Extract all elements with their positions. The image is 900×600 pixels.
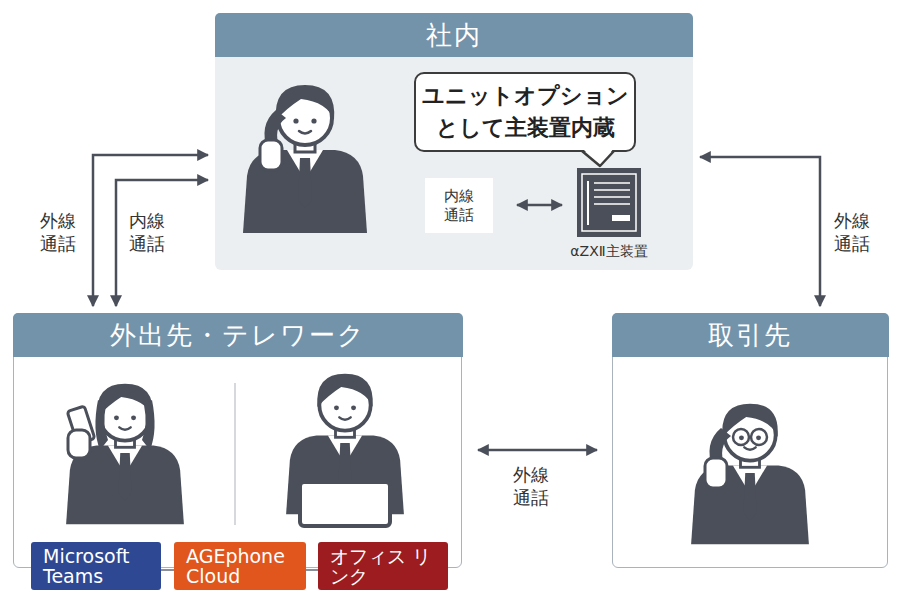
edge-label: 内線 通話	[127, 209, 167, 255]
connector	[478, 449, 597, 452]
handset	[709, 428, 731, 470]
handset	[264, 110, 286, 152]
node-text: ユニットオプション として主装置内蔵	[421, 80, 629, 144]
service-tag: オフィス リンク	[318, 542, 448, 590]
mobile-person	[66, 384, 184, 525]
node-text: AGEphone Cloud	[186, 546, 294, 586]
group-panel: 取引先	[612, 313, 888, 568]
person-figure	[691, 404, 809, 545]
node-text: Microsoft Teams	[43, 546, 149, 586]
service-tag: Microsoft Teams	[31, 542, 161, 590]
person-figure	[286, 374, 404, 515]
panel-heading: 取引先	[612, 313, 889, 357]
smartphone	[67, 406, 95, 444]
laptop	[300, 482, 390, 526]
laptop-person	[286, 374, 404, 526]
client-person	[691, 404, 809, 545]
node-text: 内線 通話	[439, 187, 479, 225]
group-panel: 外出先・テレワークMicrosoft TeamsAGEphone Cloudオフ…	[13, 313, 462, 568]
glasses	[751, 429, 767, 445]
label-box: 内線 通話	[425, 178, 493, 233]
person-figure	[66, 384, 184, 525]
group-panel: 社内ユニットオプション として主装置内蔵内線 通話 αZXⅡ主装置	[215, 13, 693, 270]
pbx-unit: αZXⅡ主装置	[562, 165, 656, 261]
separator-line	[234, 383, 236, 525]
edge-label: 外線 通話	[38, 209, 78, 255]
panel-heading: 外出先・テレワーク	[13, 313, 463, 357]
person-figure	[243, 85, 367, 233]
connector	[517, 204, 562, 207]
connector	[93, 155, 208, 306]
hair	[142, 400, 155, 450]
edge-label: 外線 通話	[511, 463, 551, 509]
connector	[116, 180, 208, 306]
hand	[68, 430, 90, 458]
edge-label: 外線 通話	[832, 209, 872, 255]
panel-heading: 社内	[215, 13, 693, 57]
office-person	[243, 85, 367, 233]
hand	[260, 140, 282, 170]
service-tag: AGEphone Cloud	[174, 542, 306, 590]
hair	[95, 400, 108, 450]
node-text: αZXⅡ主装置	[552, 243, 666, 261]
hand	[705, 458, 727, 488]
connector	[306, 569, 318, 571]
connector	[700, 157, 820, 306]
node-text: オフィス リンク	[330, 546, 436, 586]
glasses	[733, 429, 749, 445]
callout-bubble: ユニットオプション として主装置内蔵	[414, 72, 636, 152]
connector	[161, 569, 174, 571]
